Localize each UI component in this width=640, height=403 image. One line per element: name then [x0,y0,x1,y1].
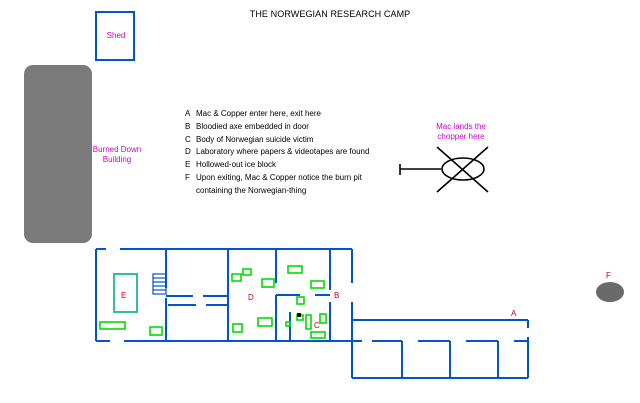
chopper-label-line-2: chopper here [437,132,485,141]
furniture [99,265,327,339]
shed-label: Shed [106,31,126,40]
ice-block [113,273,138,313]
legend-key: A [185,109,191,118]
marker-c: C [314,321,320,330]
stairs [152,273,167,295]
legend-text-continued: containing the Norwegian-thing [196,185,307,195]
marker-a: A [511,309,517,318]
legend-text: Laboratory where papers & videotapes are… [196,147,370,157]
burned-building-label: Burned Down Building [85,145,149,165]
chopper-icon [399,146,489,193]
legend-text: Hollowed-out ice block [196,160,277,170]
burned-building-line-2: Building [102,155,132,164]
chopper-label-line-1: Mac lands the [436,122,486,131]
legend-text: Upon exiting, Mac & Copper notice the bu… [196,172,362,182]
legend-key: F [185,172,190,182]
map-title: THE NORWEGIAN RESEARCH CAMP [249,9,411,19]
legend-key: B [185,121,191,131]
legend-item-a: A Mac & Copper enter here, exit here [185,108,369,121]
burn-pit [596,282,624,302]
building-walls [95,248,529,379]
door-mark [297,313,301,317]
marker-b: B [334,291,340,300]
burned-down-building [24,65,92,243]
legend: A Mac & Copper enter here, exit here B Blo… [185,108,369,198]
marker-d: D [248,293,254,302]
legend-key: C [185,134,191,144]
legend-key: E [185,160,191,170]
legend-item-b: B Bloodied axe embedded in door [185,121,369,134]
legend-item-c: C Body of Norwegian suicide victim [185,134,369,147]
shed [95,11,135,61]
chopper-label: Mac lands the chopper here [425,122,497,142]
legend-item-f: F Upon exiting, Mac & Copper notice the b… [185,172,369,185]
marker-f: F [606,271,611,280]
legend-text: Body of Norwegian suicide victim [196,134,314,144]
marker-e: E [121,291,127,300]
legend-text: Mac & Copper enter here, exit here [196,109,321,118]
burned-building-line-1: Burned Down [92,145,142,154]
legend-item-d: D Laboratory where papers & videotapes ar… [185,146,369,159]
legend-item-e: E Hollowed-out ice block [185,159,369,172]
legend-key: D [185,147,191,157]
legend-text: Bloodied axe embedded in door [196,121,309,131]
